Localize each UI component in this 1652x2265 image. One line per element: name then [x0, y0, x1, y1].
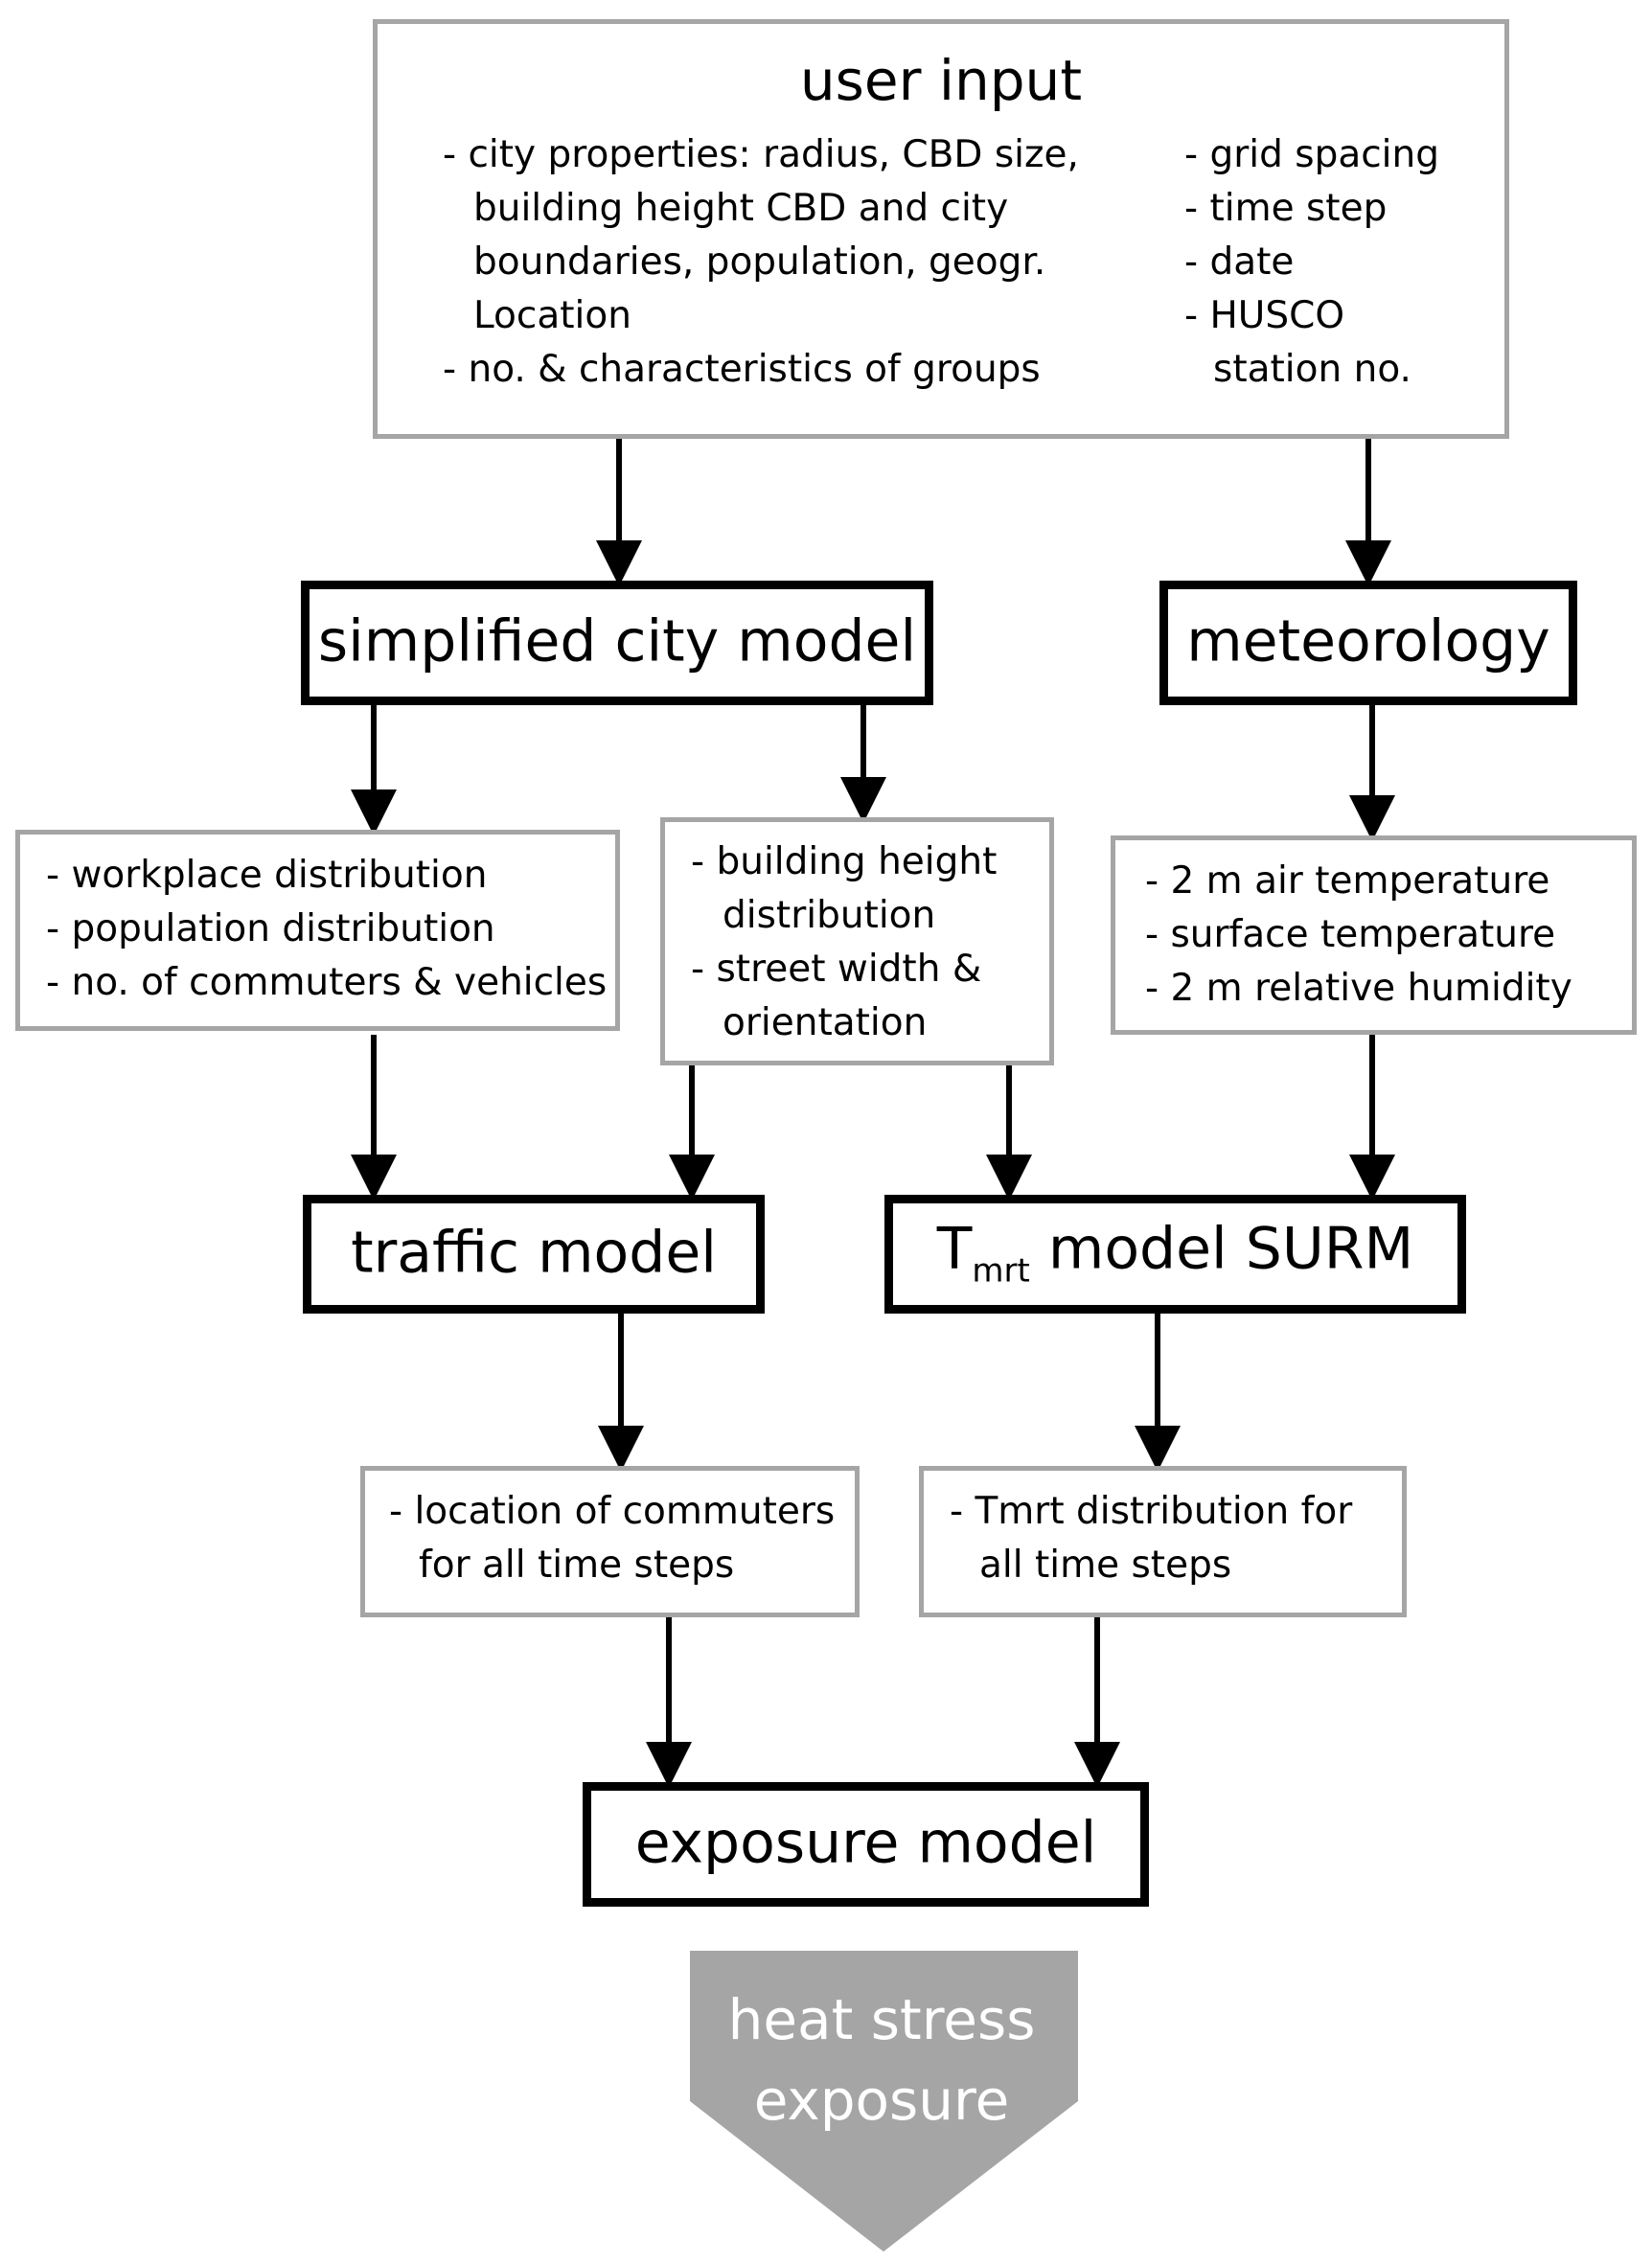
city-outputs-left-item: - no. of commuters & vehicles [46, 961, 608, 1004]
meteorology-outputs-box [1111, 835, 1637, 1035]
tmrt-model-title: Tmrt model SURM [893, 1215, 1457, 1290]
city-outputs-right-item: - building height [691, 840, 998, 883]
user-input-item: - city properties: radius, CBD size, [443, 133, 1079, 176]
user-input-item: - grid spacing [1184, 133, 1439, 176]
simplified-city-model-title: simplified city model [317, 607, 917, 675]
city-outputs-right-box [660, 817, 1054, 1065]
meteorology-outputs-item: - surface temperature [1145, 913, 1556, 956]
user-input-box [373, 19, 1509, 439]
traffic-outputs-item: for all time steps [419, 1544, 735, 1587]
city-outputs-left-box [15, 830, 620, 1031]
result-arrow-shape [690, 1951, 1078, 2252]
city-outputs-left-item: - workplace distribution [46, 854, 488, 897]
traffic-outputs-item: - location of commuters [389, 1490, 836, 1533]
exposure-model-box: exposure model [583, 1782, 1149, 1907]
city-outputs-left-item: - population distribution [46, 907, 495, 950]
user-input-item: - HUSCO [1184, 294, 1345, 337]
tmrt-model-name: model SURM [1029, 1215, 1414, 1283]
meteorology-title: meteorology [1186, 607, 1550, 675]
meteorology-box: meteorology [1159, 581, 1577, 705]
user-input-item: station no. [1213, 348, 1411, 391]
meteorology-outputs-item: - 2 m relative humidity [1145, 967, 1572, 1010]
user-input-item: Location [473, 294, 631, 337]
tmrt-outputs-box [919, 1466, 1407, 1617]
user-input-title: user input [799, 48, 1083, 113]
traffic-outputs-box [360, 1466, 860, 1617]
tmrt-subscript: mrt [972, 1251, 1030, 1291]
traffic-model-box: traffic model [303, 1195, 765, 1314]
exposure-model-title: exposure model [634, 1809, 1097, 1877]
city-outputs-right-item: - street width & [691, 948, 982, 991]
result-line-1: heat stress [727, 1987, 1036, 2052]
user-input-item: boundaries, population, geogr. [473, 240, 1046, 284]
simplified-city-model-box: simplified city model [301, 581, 933, 705]
user-input-item: building height CBD and city [473, 187, 1009, 230]
meteorology-outputs-item: - 2 m air temperature [1145, 859, 1550, 903]
tmrt-symbol: T [936, 1215, 973, 1283]
user-input-item: - no. & characteristics of groups [443, 348, 1041, 391]
user-input-item: - time step [1184, 187, 1388, 230]
tmrt-model-box: Tmrt model SURM [884, 1195, 1466, 1314]
city-outputs-right-item: distribution [723, 894, 936, 937]
city-outputs-right-item: orientation [723, 1001, 928, 1044]
result-line-2: exposure [753, 2068, 1010, 2133]
user-input-item: - date [1184, 240, 1295, 284]
tmrt-outputs-item: all time steps [979, 1544, 1232, 1587]
tmrt-outputs-item: - Tmrt distribution for [950, 1490, 1353, 1533]
traffic-model-title: traffic model [351, 1219, 717, 1287]
